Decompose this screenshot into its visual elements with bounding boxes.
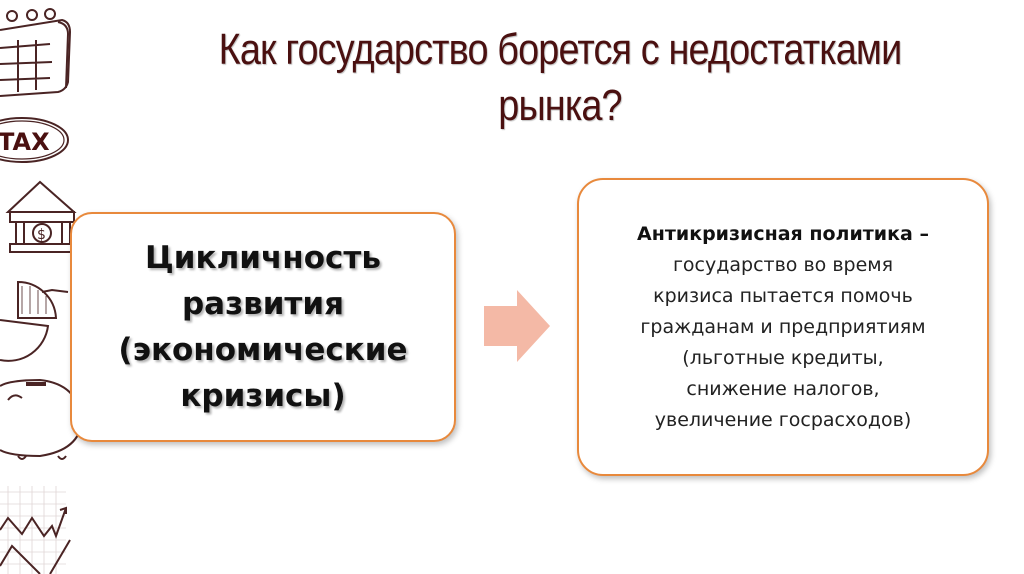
anticrisis-policy-box: Антикризисная политика – государство во … [577, 178, 989, 476]
cyclicality-text: Цикличность развития (экономические криз… [118, 235, 407, 419]
slide-title: Как государство борется с недостатками р… [182, 22, 939, 134]
title-line-1: Как государство борется с недостатками [218, 25, 903, 74]
decorative-doodles: TAX $ [0, 8, 84, 574]
term-heading: Антикризисная политика – [637, 222, 929, 245]
pie-chart-icon [0, 280, 69, 362]
anticrisis-policy-text: Антикризисная политика – государство во … [637, 219, 929, 436]
right-box-line: кризиса пытается помочь [653, 284, 913, 307]
line-graph-icon [0, 486, 71, 574]
left-box-line: Цикличность [145, 240, 381, 276]
left-box-line: кризисы) [180, 378, 346, 414]
calendar-icon [0, 8, 72, 97]
right-box-line: государство во время [672, 253, 894, 276]
right-box-line: увеличение госрасходов) [654, 408, 912, 431]
right-box-line: гражданам и предприятиям [640, 315, 926, 338]
tax-icon: TAX [0, 117, 69, 163]
bank-icon: $ [5, 180, 77, 253]
left-box-line: (экономические [118, 332, 408, 368]
right-box-line: снижение налогов, [686, 377, 880, 400]
cyclicality-box: Цикличность развития (экономические криз… [70, 212, 456, 442]
left-box-line: развития [181, 286, 345, 322]
title-line-2: рынка? [498, 81, 622, 130]
right-arrow-icon [484, 290, 550, 362]
svg-text:TAX: TAX [0, 128, 50, 156]
right-box-line: (льготные кредиты, [682, 346, 884, 369]
svg-text:$: $ [37, 227, 46, 243]
